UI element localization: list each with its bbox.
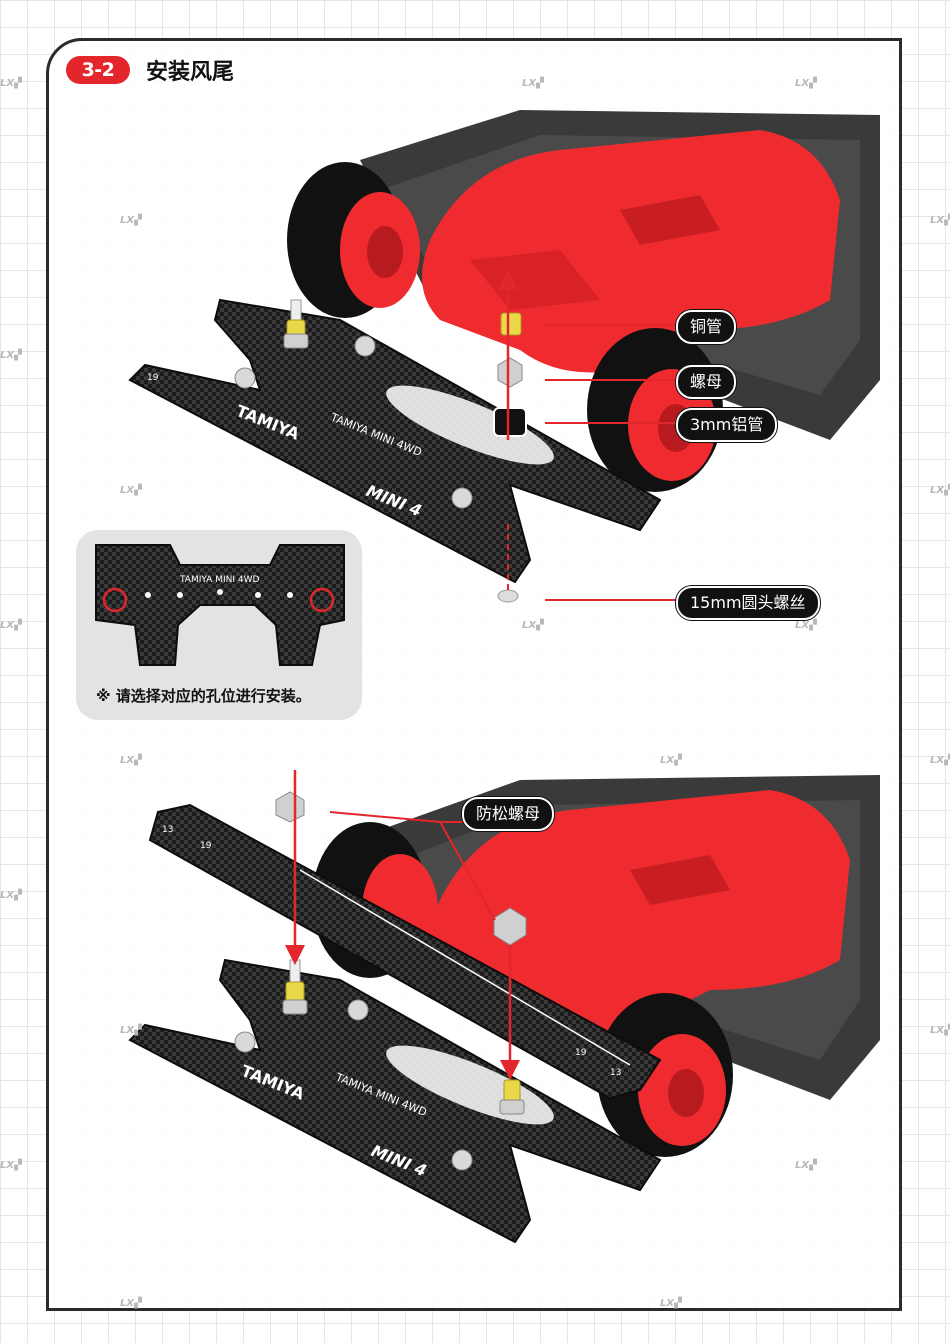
watermark-logo-icon: LX▞: [930, 1025, 950, 1036]
callout-round-screw: 15mm圆头螺丝: [676, 586, 820, 620]
lower-wing-plate: 13 19 19 13: [148, 803, 662, 1100]
watermark-logo-icon: LX▞: [795, 78, 817, 89]
watermark-logo-icon: LX▞: [0, 1160, 22, 1171]
wing-number-text-2: 19: [200, 841, 212, 851]
watermark-logo-icon: LX▞: [930, 485, 950, 496]
watermark-logo-icon: LX▞: [795, 1160, 817, 1171]
callout-copper-tube: 铜管: [676, 310, 737, 344]
watermark-logo-icon: LX▞: [660, 755, 682, 766]
lower-hardware: [234, 791, 527, 1171]
watermark-logo-icon: LX▞: [0, 350, 22, 361]
lower-front-wheel: [597, 993, 733, 1157]
watermark-logo-icon: LX▞: [0, 890, 22, 901]
watermark-logo-icon: LX▞: [930, 755, 950, 766]
wing-number-text-3: 19: [575, 1048, 587, 1058]
watermark-logo-icon: LX▞: [522, 620, 544, 631]
upper-red-body: [422, 130, 840, 373]
watermark-logo-icon: LX▞: [120, 485, 142, 496]
upper-rear-wheel: [287, 162, 420, 318]
watermark-logo-icon: LX▞: [795, 620, 817, 631]
step-title: 安装风尾: [146, 60, 235, 85]
wing-number-text-4: 13: [610, 1068, 621, 1078]
hole-selection-note: ※ 请选择对应的孔位进行安装。: [96, 687, 311, 705]
watermark-logo-icon: LX▞: [930, 215, 950, 226]
callout-nut: 螺母: [676, 365, 737, 399]
watermark-logo-icon: LX▞: [522, 78, 544, 89]
watermark-logo-icon: LX▞: [0, 620, 22, 631]
step-number-badge: 3-2: [66, 56, 130, 84]
watermark-logo-icon: LX▞: [660, 1298, 682, 1309]
watermark-logo-icon: LX▞: [120, 755, 142, 766]
upper-leader-lines: [545, 324, 676, 601]
wing-number-text: 13: [162, 825, 173, 835]
callout-aluminum-tube: 3mm铝管: [676, 408, 778, 442]
watermark-logo-icon: LX▞: [120, 1025, 142, 1036]
watermark-logo-icon: LX▞: [120, 1298, 142, 1309]
watermark-logo-icon: LX▞: [0, 78, 22, 89]
lower-red-body: [432, 790, 850, 1033]
callout-lock-nut: 防松螺母: [462, 797, 555, 831]
plate-number-text: 19: [147, 373, 159, 383]
upper-carbon-plate: TAMIYA MINI 4WD TAMIYA MINI 4 19: [128, 298, 662, 584]
watermark-logo-icon: LX▞: [120, 215, 142, 226]
upper-hardware: [234, 299, 527, 603]
